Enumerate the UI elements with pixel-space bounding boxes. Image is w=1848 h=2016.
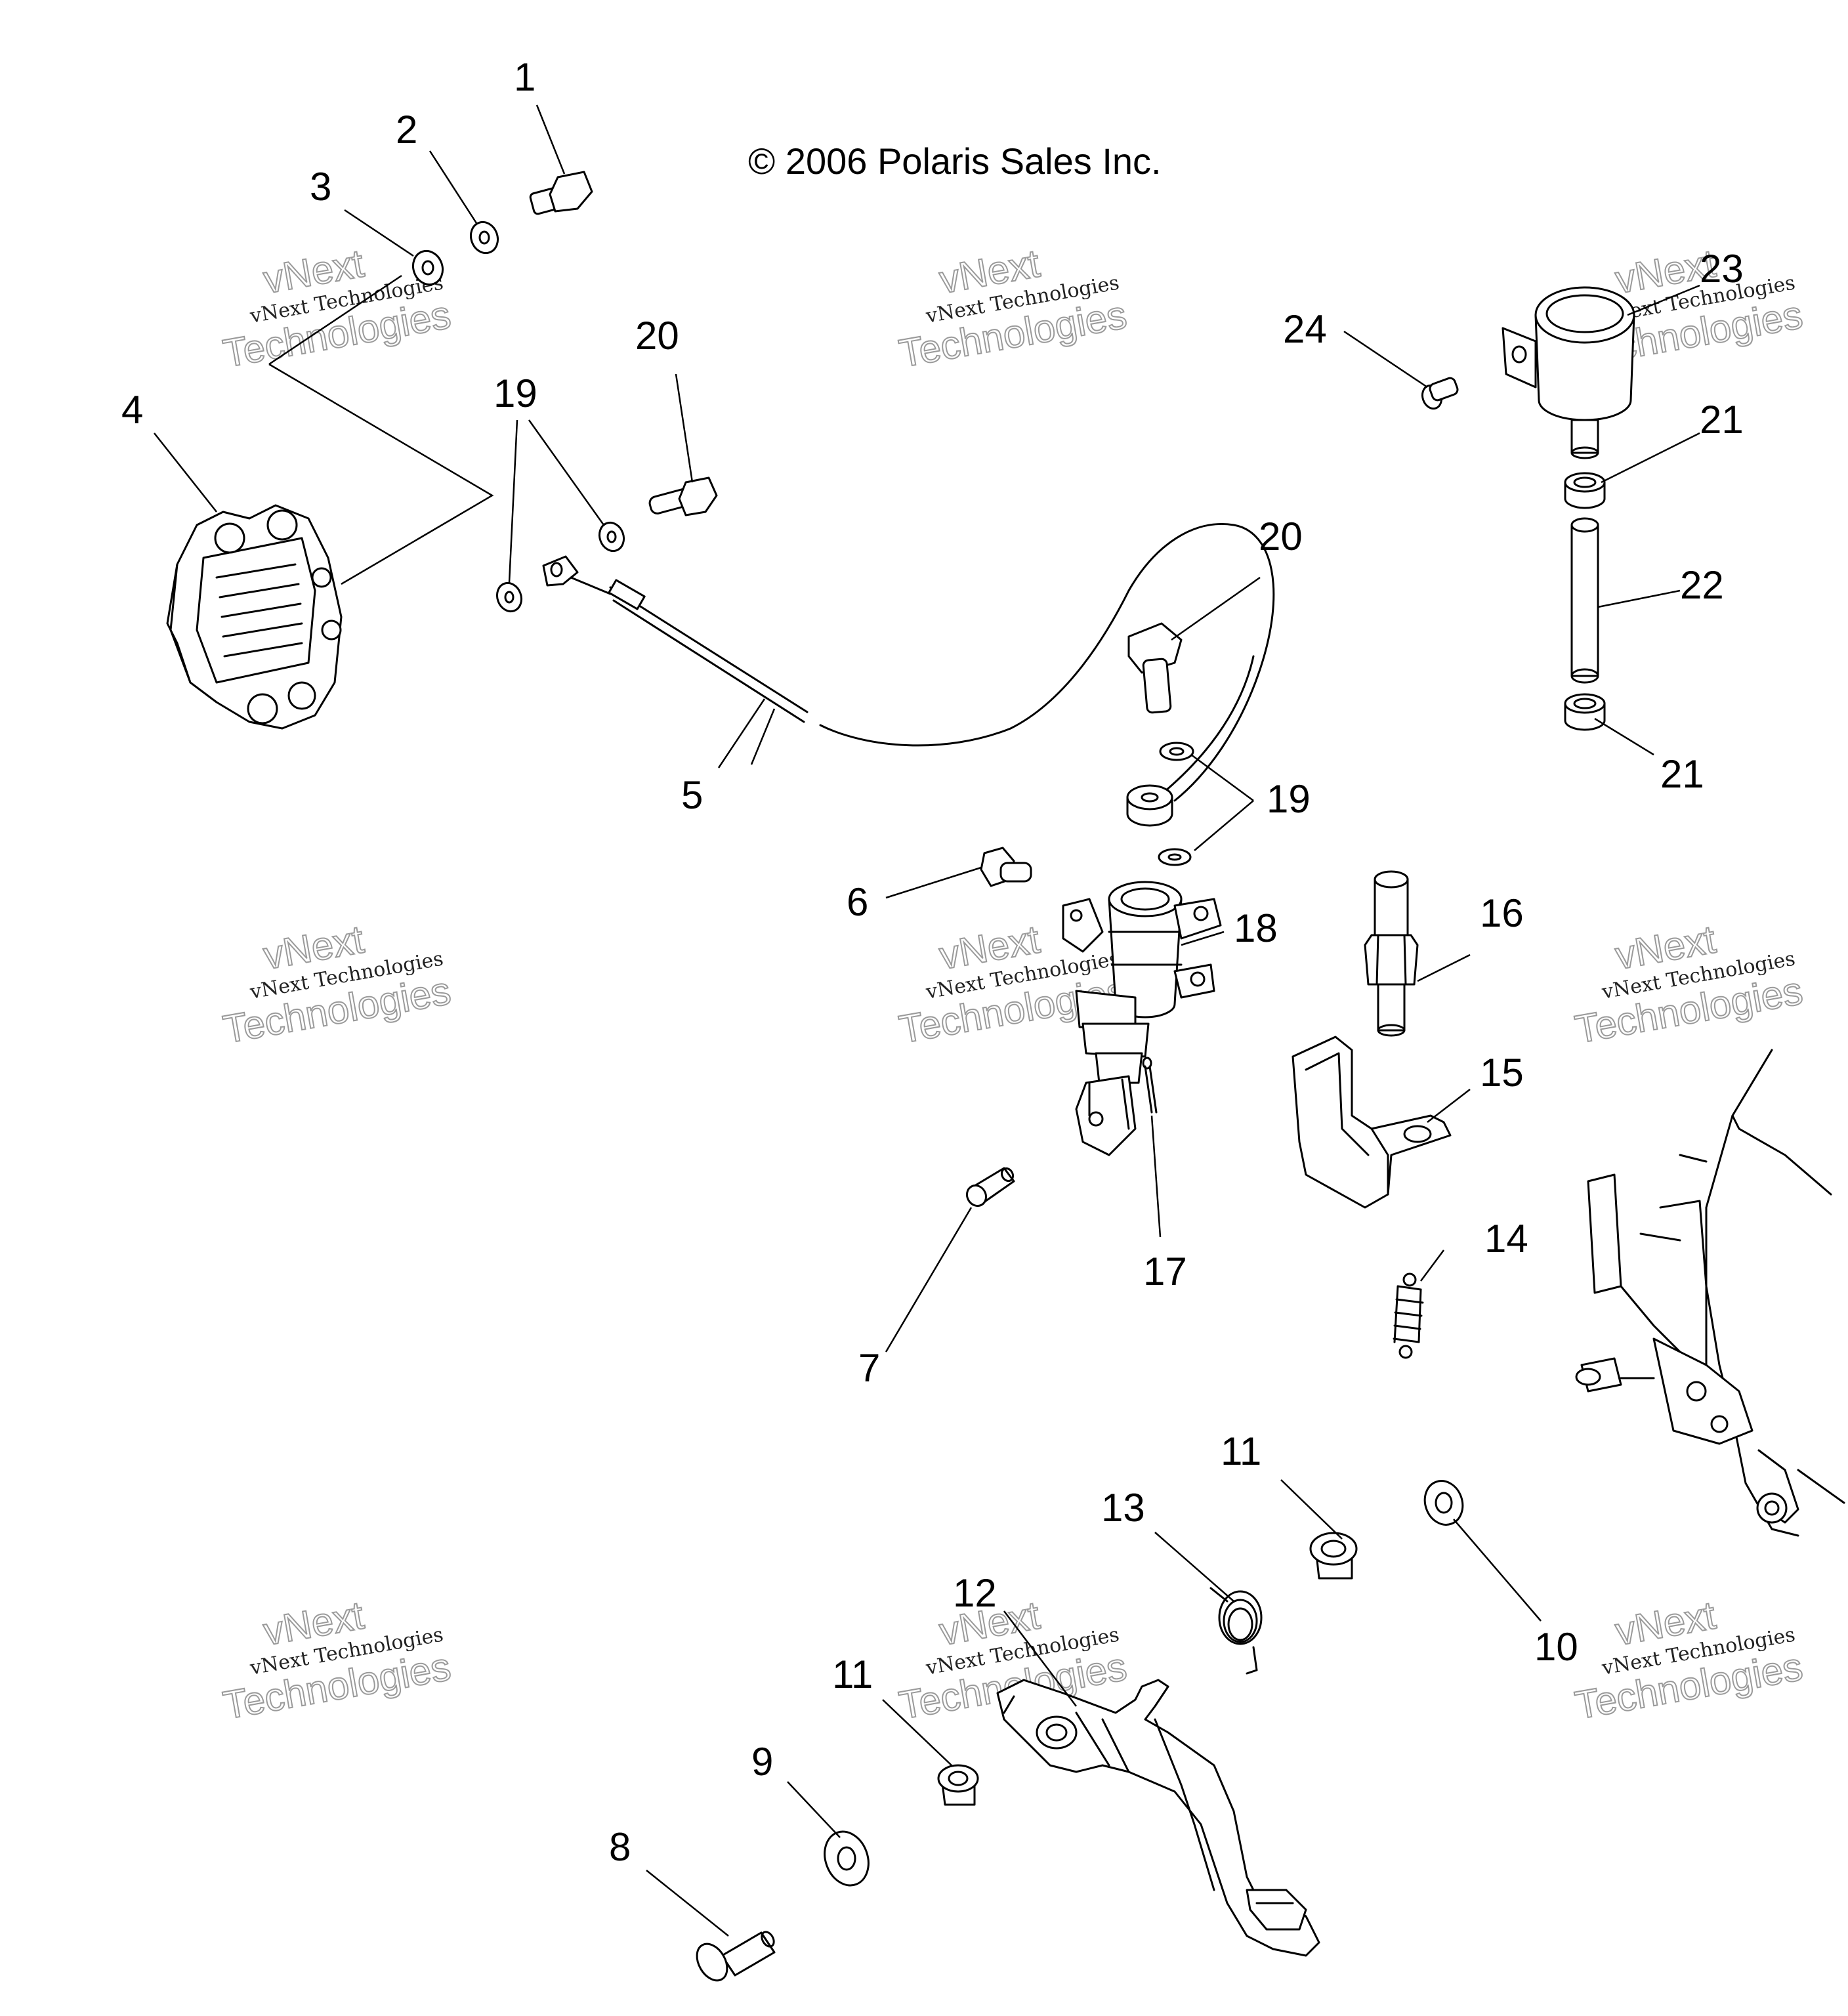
callout-19b: 19	[1267, 777, 1311, 821]
callout-13: 13	[1101, 1486, 1145, 1530]
watermark: vNext vNext Technologies Technologies	[1571, 1592, 1807, 1728]
callout-6: 6	[847, 880, 868, 924]
callout-5: 5	[681, 773, 703, 817]
part-17-cotter-pin	[1142, 1057, 1158, 1114]
part-18-master-cylinder	[1062, 881, 1222, 1156]
part-7-clevis-pin	[965, 1167, 1015, 1208]
watermark: vNext vNext Technologies Technologies	[1571, 916, 1807, 1052]
callout-11b: 11	[832, 1652, 873, 1696]
part-19-washer-b	[1158, 848, 1192, 866]
part-2-washer	[469, 220, 499, 255]
part-23-reservoir	[1502, 286, 1635, 459]
callout-numbers: 1 2 3 4 19 20 5 20 19 6 18 16 15 17 14 7…	[121, 55, 1744, 1869]
callout-11a: 11	[1221, 1429, 1261, 1473]
part-11-bushing-upper	[1309, 1532, 1358, 1580]
callout-8: 8	[609, 1825, 631, 1869]
part-20-bolt-upper	[648, 476, 718, 516]
callout-18: 18	[1234, 906, 1278, 950]
watermark: vNext vNext Technologies Technologies	[219, 1592, 455, 1728]
watermark-group: vNext vNext Technologies Technologies vN…	[219, 240, 1807, 1728]
part-1-bolt	[529, 171, 593, 215]
part-3-washer	[411, 249, 444, 286]
callout-12: 12	[953, 1571, 997, 1615]
part-19-washer-lower	[495, 581, 523, 613]
callout-10: 10	[1534, 1625, 1578, 1669]
part-6-bolt	[980, 847, 1032, 887]
callout-20b: 20	[1259, 514, 1303, 558]
watermark: vNext vNext Technologies Technologies	[219, 240, 455, 376]
part-8-pivot-bolt	[696, 1931, 776, 1982]
part-5-brake-hose	[542, 523, 1275, 802]
watermark: vNext vNext Technologies Technologies	[895, 240, 1131, 376]
part-14-spring	[1393, 1272, 1424, 1359]
part-16-push-rod	[1364, 870, 1419, 1037]
callout-4: 4	[121, 388, 143, 432]
copyright-text: © 2006 Polaris Sales Inc.	[748, 140, 1162, 182]
callout-16: 16	[1480, 891, 1524, 935]
callout-2: 2	[396, 108, 417, 152]
callout-24: 24	[1283, 307, 1327, 351]
callout-23: 23	[1700, 247, 1744, 291]
part-24-screw	[1421, 377, 1459, 410]
part-9-washer	[824, 1830, 870, 1887]
watermark: vNext vNext Technologies Technologies	[219, 916, 455, 1052]
callout-22: 22	[1680, 563, 1724, 607]
callout-3: 3	[310, 165, 331, 209]
part-4-caliper	[166, 504, 343, 730]
callout-17: 17	[1143, 1250, 1187, 1293]
part-21-clamp-lower	[1564, 693, 1606, 731]
part-12-brake-pedal	[996, 1679, 1320, 1957]
frame-section	[1575, 1049, 1845, 1537]
part-19-spacer	[1126, 784, 1173, 827]
part-19-washer-a	[1159, 742, 1194, 761]
leader-lines	[154, 104, 1700, 1937]
part-11-bushing-lower	[937, 1764, 979, 1806]
callout-21a: 21	[1700, 398, 1744, 442]
part-13-torsion-spring	[1209, 1587, 1263, 1675]
callout-14: 14	[1484, 1217, 1528, 1261]
part-21-clamp-upper	[1564, 472, 1606, 509]
callout-1: 1	[514, 55, 536, 99]
callout-9: 9	[751, 1740, 773, 1784]
callout-20a: 20	[635, 314, 679, 358]
callout-7: 7	[858, 1346, 880, 1390]
callout-21b: 21	[1660, 752, 1704, 796]
part-22-tube	[1570, 517, 1599, 684]
callout-15: 15	[1480, 1051, 1524, 1095]
part-15-bracket	[1292, 1036, 1452, 1209]
callout-19a: 19	[494, 371, 537, 415]
part-20-bolt-lower	[1127, 622, 1183, 714]
part-19-washer-upper	[598, 521, 625, 553]
part-10-washer	[1423, 1480, 1464, 1526]
